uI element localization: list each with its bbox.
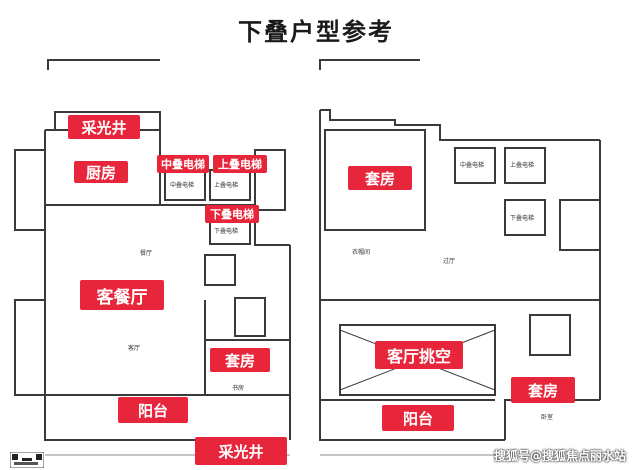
- elevator-mid-tag: 中叠电梯: [157, 155, 209, 173]
- lift-up-label-right: 上叠电梯: [510, 162, 535, 169]
- balcony-tag-right: 阳台: [382, 405, 454, 431]
- bedroom-top-tag: 套房: [348, 166, 412, 190]
- kitchen-tag: 厨房: [74, 161, 128, 183]
- bedroom-tag: 套房: [210, 348, 270, 372]
- left-floor-plan: [14, 59, 291, 441]
- dining-label: 餐厅: [140, 250, 153, 257]
- lift-mid-label: 中叠电梯: [170, 182, 195, 189]
- living-dining-tag: 客餐厅: [80, 280, 164, 310]
- bedroom-bottom-tag: 套房: [511, 377, 575, 403]
- cloakroom-label: 衣帽间: [352, 249, 371, 256]
- balcony-tag: 阳台: [118, 397, 188, 423]
- lift-mid-label-right: 中叠电梯: [460, 162, 485, 169]
- study-label: 书房: [232, 385, 245, 392]
- skylight-top-tag: 采光井: [68, 115, 140, 139]
- living-room-label: 客厅: [128, 345, 141, 352]
- lift-up-label: 上叠电梯: [214, 182, 239, 189]
- double-height-tag: 客厅挑空: [375, 341, 463, 369]
- lift-down-label: 下叠电梯: [214, 228, 239, 235]
- corridor-label: 过厅: [443, 258, 456, 265]
- elevator-up-tag: 上叠电梯: [213, 155, 267, 173]
- page-title: 下叠户型参考: [238, 18, 394, 46]
- skylight-bottom-tag: 采光井: [195, 437, 287, 465]
- watermark: 搜狐号@搜狐焦点丽水站: [493, 449, 626, 463]
- qr-code-icon: [10, 452, 44, 468]
- bedroom-label: 卧室: [541, 414, 554, 421]
- elevator-down-tag: 下叠电梯: [205, 205, 259, 223]
- lift-down-label-right: 下叠电梯: [510, 215, 535, 222]
